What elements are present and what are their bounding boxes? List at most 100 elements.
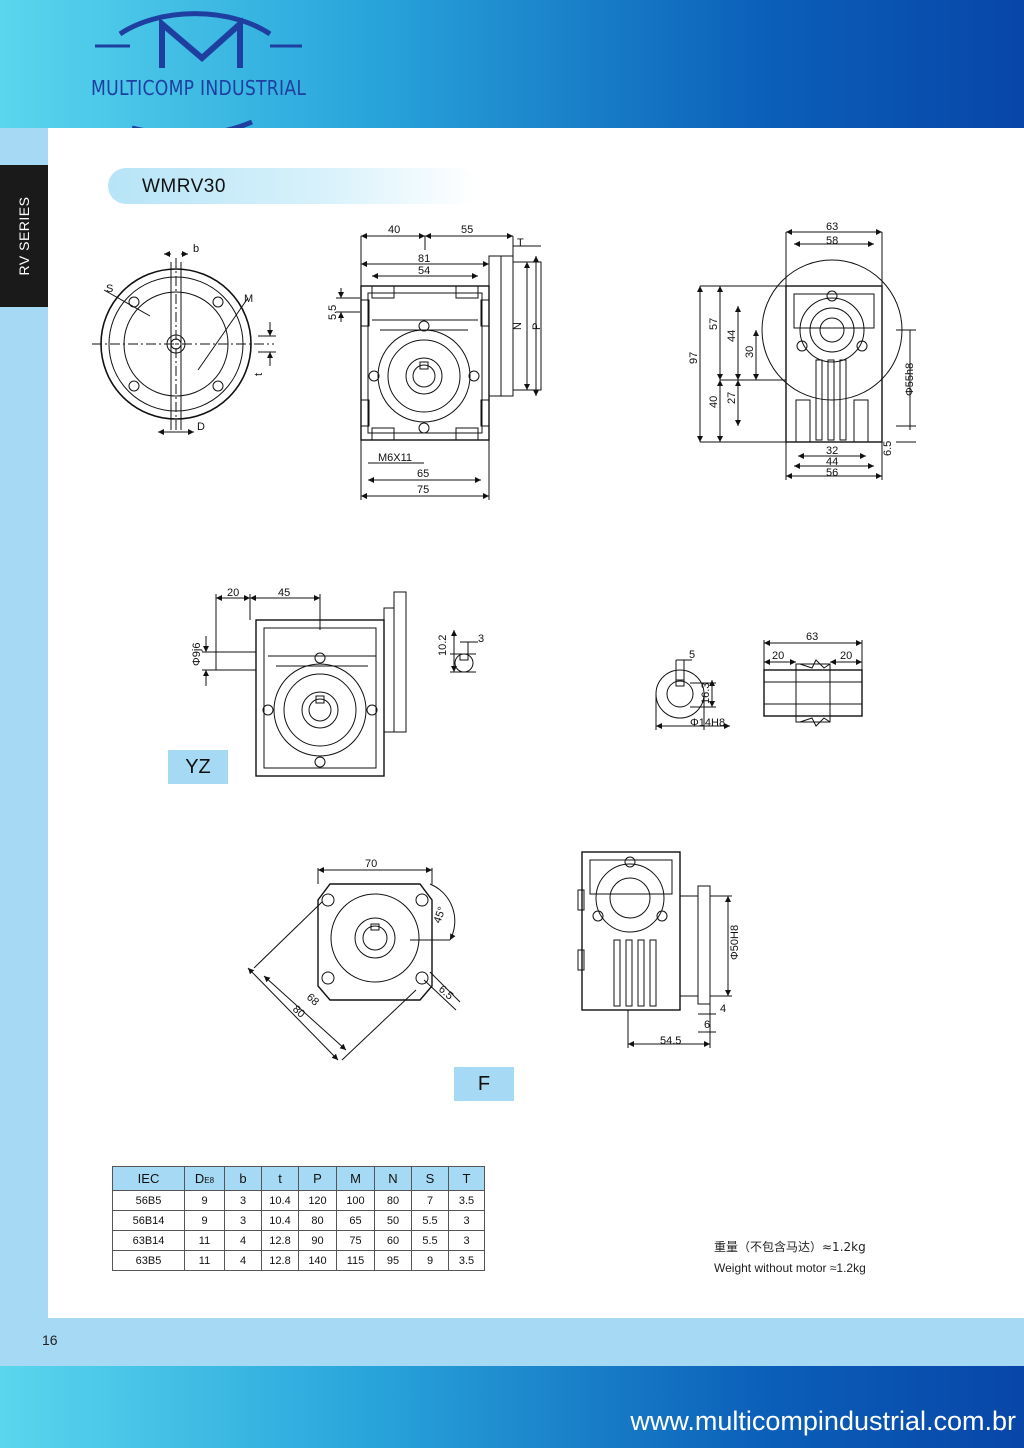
table-cell: 5.5 xyxy=(411,1210,449,1231)
dim-63-shaft: 63 xyxy=(806,631,818,643)
table-cell: 10.4 xyxy=(261,1190,299,1211)
dim-6-fs: 6 xyxy=(704,1019,710,1031)
dim-63-side: 63 xyxy=(826,221,838,233)
flange-drawing xyxy=(92,251,276,435)
website-link[interactable]: www.multicompindustrial.com.br xyxy=(630,1406,1016,1436)
table-cell: 4 xyxy=(224,1250,262,1271)
dim-44-horizontal: 44 xyxy=(826,456,838,468)
dim-s-label: S xyxy=(106,283,113,295)
dim-t-label: T xyxy=(517,237,524,249)
table-cell: 12.8 xyxy=(261,1250,299,1271)
dim-3-yz: 3 xyxy=(478,633,484,645)
dim-65: 65 xyxy=(417,468,429,480)
dim-58-side: 58 xyxy=(826,235,838,247)
dim-30: 30 xyxy=(744,346,756,358)
dim-68: 68 xyxy=(304,991,321,1008)
page-title: WMRV30 xyxy=(142,176,226,197)
dim-5-bore: 5 xyxy=(689,649,695,661)
bore-detail-drawing xyxy=(655,659,730,730)
f-front-drawing xyxy=(247,867,461,1061)
side-view-drawing xyxy=(697,229,916,480)
footer-band xyxy=(0,1318,1024,1366)
dim-75: 75 xyxy=(417,484,429,496)
dim-81: 81 xyxy=(418,253,430,265)
left-stripe xyxy=(0,128,48,1318)
table-cell: 80 xyxy=(298,1210,337,1231)
table-row: 56B5 9 3 10.4 120 100 80 7 3.5 xyxy=(112,1190,485,1211)
dim-56: 56 xyxy=(826,467,838,479)
table-cell: 63B14 xyxy=(112,1230,185,1251)
header-p: P xyxy=(298,1166,337,1191)
dim-45-deg: 45° xyxy=(432,905,449,925)
dim-p-label: P xyxy=(531,323,543,330)
table-cell: 3.5 xyxy=(448,1250,485,1271)
dim-thread: M6X11 xyxy=(378,452,412,464)
dim-6-5-f: 6.5 xyxy=(436,983,455,1002)
header-s: S xyxy=(411,1166,449,1191)
table-cell: 11 xyxy=(184,1250,225,1271)
dim-m-label: M xyxy=(244,293,253,305)
dim-10-2: 10.2 xyxy=(437,635,449,656)
dim-27: 27 xyxy=(726,392,738,404)
table-cell: 75 xyxy=(336,1230,375,1251)
header-d-subscript: E8 xyxy=(204,1176,215,1185)
title-pill xyxy=(108,168,478,204)
table-cell: 56B14 xyxy=(112,1210,185,1231)
dim-97: 97 xyxy=(688,352,700,364)
front-view-drawing xyxy=(336,233,542,500)
header-b: b xyxy=(224,1166,262,1191)
table-cell: 3 xyxy=(224,1190,262,1211)
table-cell: 9 xyxy=(411,1250,449,1271)
table-cell: 95 xyxy=(374,1250,412,1271)
flange-spec-table: IEC DE8 b t P M N S T 56B5 9 3 10.4 120 … xyxy=(112,1166,485,1271)
dim-54: 54 xyxy=(418,265,430,277)
table-cell: 3.5 xyxy=(448,1190,485,1211)
dim-70: 70 xyxy=(365,858,377,870)
table-row: 63B5 11 4 12.8 140 115 95 9 3.5 xyxy=(112,1250,485,1271)
dim-40: 40 xyxy=(388,224,400,236)
dim-t-flange: t xyxy=(253,373,265,376)
dim-6-5-side: 6.5 xyxy=(882,441,894,456)
dim-80: 80 xyxy=(290,1003,307,1020)
dim-55h8: Φ55h8 xyxy=(904,363,916,396)
table-cell: 80 xyxy=(374,1190,412,1211)
table-cell: 65 xyxy=(336,1210,375,1231)
brand-logo-icon xyxy=(95,11,302,128)
table-cell: 9 xyxy=(184,1210,225,1231)
table-cell: 50 xyxy=(374,1210,412,1231)
header-t-upper: T xyxy=(448,1166,485,1191)
header-iec: IEC xyxy=(112,1166,185,1191)
header-d: DE8 xyxy=(184,1166,225,1191)
table-row: 56B14 9 3 10.4 80 65 50 5.5 3 xyxy=(112,1210,485,1231)
f-side-drawing xyxy=(577,851,732,1048)
series-tab xyxy=(0,165,48,307)
dim-4-fs: 4 xyxy=(720,1003,726,1015)
dim-20-shaft-left: 20 xyxy=(772,650,784,662)
dim-5-5: 5.5 xyxy=(327,305,339,320)
dim-16-3: 16.3 xyxy=(700,683,712,704)
yz-view-drawing xyxy=(202,591,478,777)
table-cell: 60 xyxy=(374,1230,412,1251)
table-cell: 5.5 xyxy=(411,1230,449,1251)
table-header-row: IEC DE8 b t P M N S T xyxy=(112,1166,485,1191)
table-cell: 11 xyxy=(184,1230,225,1251)
view-label-yz: YZ xyxy=(168,750,228,784)
table-cell: 140 xyxy=(298,1250,337,1271)
dim-b-label: b xyxy=(193,243,199,255)
brand-name: MULTICOMP INDUSTRIAL xyxy=(91,76,307,100)
table-cell: 4 xyxy=(224,1230,262,1251)
dim-50h8: Φ50H8 xyxy=(729,925,741,960)
table-cell: 90 xyxy=(298,1230,337,1251)
dim-57: 57 xyxy=(708,318,720,330)
weight-note-english: Weight without motor ≈1.2kg xyxy=(714,1261,866,1275)
dim-14h8: Φ14H8 xyxy=(690,717,725,729)
table-cell: 9 xyxy=(184,1190,225,1211)
table-cell: 7 xyxy=(411,1190,449,1211)
dim-45-yz: 45 xyxy=(278,587,290,599)
page-number: 16 xyxy=(42,1332,58,1348)
view-label-f: F xyxy=(454,1067,514,1101)
header-banner: MULTICOMP INDUSTRIAL xyxy=(0,0,1024,128)
weight-note-chinese: 重量（不包含马达）≈1.2kg xyxy=(714,1240,866,1254)
table-cell: 100 xyxy=(336,1190,375,1211)
